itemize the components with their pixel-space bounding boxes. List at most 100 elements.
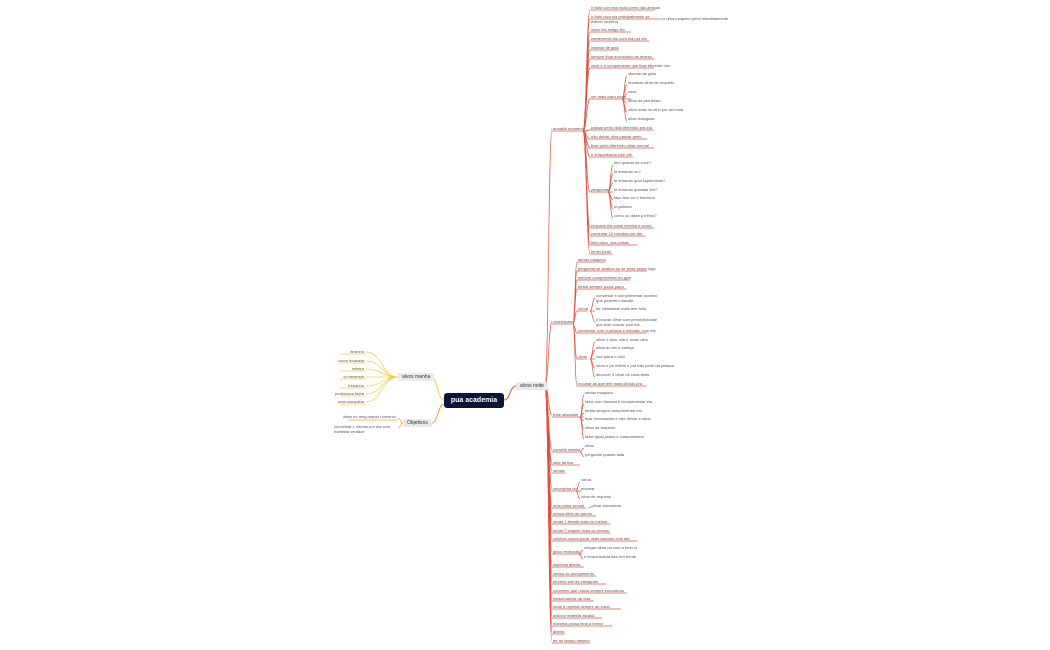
group3-item[interactable]: perguntar quanto falta [585,452,625,457]
group-label[interactable]: recebeparo [553,319,574,324]
sub-claro-item[interactable]: chamar de gata [628,71,656,76]
group1-item[interactable]: sempre cumprimentar no gym [578,275,632,280]
sub-perguntas-item[interactable]: oi galhera [614,204,632,209]
sub-olhar-item[interactable]: decorrer 3 olhar do cima atrás [596,372,650,377]
group6-item[interactable]: olhar de requinto [581,494,612,499]
group2-item[interactable]: ficar encostando e não deixar e olhar [585,416,651,421]
central-topic[interactable]: pua academia [444,393,504,408]
sub-perguntas-item[interactable]: tem quanto de voce? [614,160,652,165]
sub-claro-item[interactable]: olhar triangular [628,116,655,121]
alvos-manha-item[interactable]: uma conquista [337,399,364,404]
group0-item[interactable]: comecendo fim com ela por ela [591,36,647,41]
group0-item[interactable]: chamar de gata [591,45,619,50]
group1-item[interactable]: coroa [578,306,589,311]
group-label[interactable]: sentas [553,468,565,473]
group-label[interactable]: uma coisa sexual [553,503,584,508]
group0-item[interactable]: temer junto [591,249,612,254]
group2-item[interactable]: fazer com firmeza e cumprimentar ela [585,399,653,404]
branch-objetivos[interactable]: Objetivos [403,419,432,427]
sub-perguntas-item[interactable]: té tenando qual suplemento? [614,178,666,183]
group2-item[interactable]: olhar de requinto [585,425,616,430]
group-label[interactable]: olhe tal fixa [553,460,574,465]
group-label[interactable]: cervejinha fim [553,486,578,491]
group2-item[interactable]: sentar maquina [585,390,613,395]
sub-perguntas-item[interactable]: faço isso só e funciona [614,195,655,200]
objetivos-item[interactable]: olhar no teeg depois humento [343,414,396,419]
sub-perguntas-item[interactable]: té tenando ou? [614,169,641,174]
group-label[interactable]: anitony material atualid [553,613,595,618]
group-label[interactable]: tocar e repetial sempre ao inicio [553,604,610,609]
group0-item[interactable]: voce e o comprimento que ficar tiferente… [591,63,670,68]
sub-claro-item[interactable]: olhar mais no olho por ser bota [628,107,684,112]
branch-alvos-noite[interactable]: alvos noite [516,382,548,390]
group0-item[interactable]: empurar ela como tecnica e coroa [591,223,652,228]
group-label[interactable]: conceber que nunca sempre encostinho [553,588,625,593]
group0-item[interactable]: ficar perto tiferendo olhar normal [591,143,649,148]
group0-item[interactable]: comentar 10 minutos por dia [591,231,642,236]
group0-item[interactable]: passar perto dela tiferendo pra ela [591,125,652,130]
group-label[interactable]: contar do alongamento [553,571,594,576]
sub-olhar-item[interactable]: olhar o pe refletir e pra trás perto da … [596,363,674,368]
group6-item[interactable]: coroa [581,477,592,482]
group-label[interactable]: ginco recepcão [553,549,581,554]
group0-item[interactable]: feliz claro, das coisas [591,240,630,245]
group0-item[interactable]: ir falar com ela muito perto das amigas [591,5,660,10]
group3-item[interactable]: olhar [585,443,594,448]
sub-olhar-item[interactable]: nao pisca o olho [596,354,626,359]
group0-item[interactable]: não deixar nina passar perto [591,134,642,139]
sub-coroa-item[interactable]: ir buscar olhar com perceptividade que t… [596,317,658,327]
sub-perguntas-item[interactable]: té tenando quantas vez? [614,187,658,192]
group1-item[interactable]: tentar sempre puxar papo [578,284,624,289]
alvos-manha-item[interactable]: esteira [351,366,364,371]
group0-item[interactable]: ser mais claro perto [591,94,627,99]
group-label[interactable]: convide manha [553,447,581,452]
sub-claro-item[interactable]: encaixar olhar de requinto [628,80,675,85]
group-label[interactable]: ter no tempo mesmo [553,638,590,643]
sub-claro-item[interactable]: voce [628,89,637,94]
group0-item[interactable]: ir empoderada com ele [591,152,632,157]
sub-coroa-item[interactable]: ter intimidade mais tem feito [596,306,647,311]
group2-item[interactable]: tentar sempre cumprimentar ela [585,408,642,413]
alvos-manha-item[interactable]: oi mexendo [343,374,364,379]
group1-item[interactable]: conversar com a pessoa e naturalo com el… [578,328,656,333]
sub-coroa-item[interactable]: conversar e cumprimentar sozinho que pud… [596,293,658,303]
group-label[interactable]: aberto [553,629,565,634]
connector [582,98,591,132]
group2-item[interactable]: fazer igual juntos e compromitem [585,434,644,439]
objetivos-item[interactable]: conversar 1 minuto por dia com homewa ve… [334,424,391,434]
group1-item[interactable]: encarar as que tem mais olhado pra [578,381,643,386]
sub-olhar-item[interactable]: olhar 1 olho, claro, outro olho [596,337,648,342]
group-label[interactable]: terceiro sair da instagram [553,579,599,584]
group1-item[interactable]: olhar [578,354,587,359]
sub-claro-item[interactable]: olhar da perneirao [628,98,661,103]
branch-alvos-manha[interactable]: alvos manha [398,373,435,381]
alvos-manha-item[interactable]: flexinha [350,349,364,354]
group12-item[interactable]: chegar olhar ou com a treer cl [584,545,638,550]
connector [579,394,585,418]
group-side-note[interactable]: ficar encostado [593,503,621,508]
group1-item[interactable]: sentar maquina [578,257,606,262]
group-label[interactable]: nunca olhar ao garoto [553,511,592,516]
group-label[interactable]: tomar 2 wagner mais ou menos [553,528,610,533]
group-label[interactable]: inscreva aberta [553,562,581,567]
group0-item[interactable]: sempre ficar encostinho de leveza [591,54,652,59]
group12-item[interactable]: e empoderada isso em frente [584,554,637,559]
sub-olhar-item[interactable]: olhar do bei a cabeça [596,345,635,350]
group6-item[interactable]: encarar [581,486,595,491]
group-label[interactable]: inescenancia na vida [553,596,591,601]
group0-item[interactable]: ir falar com ela principalmente se estiv… [591,14,650,24]
group0-item[interactable]: perguntas [591,187,609,192]
alvos-manha-item[interactable]: trenando [348,383,364,388]
alvos-manha-item[interactable]: professora fisica [334,391,364,396]
group-label[interactable]: coletiva nunca puxar mais assunto com el… [553,536,630,541]
group0-item[interactable]: olhar ela antigo fim [591,27,625,32]
group-label[interactable]: maneira possa fitna a treinor [553,621,604,626]
group-label[interactable]: tomar 1 treadé mais ou menos [553,519,608,524]
alvos-manha-item[interactable]: coroa levatada [337,358,364,363]
connector [579,451,585,458]
group-label[interactable]: durabilit momento [553,126,585,131]
group0-side-note[interactable]: e uma maquina perto imediatamente [663,16,729,21]
group-label[interactable]: trote atividade [553,412,579,417]
group1-item[interactable]: perguntar se acabou ou se pode pegar log… [578,266,656,271]
sub-perguntas-item[interactable]: como ou disse a treino? [614,213,657,218]
